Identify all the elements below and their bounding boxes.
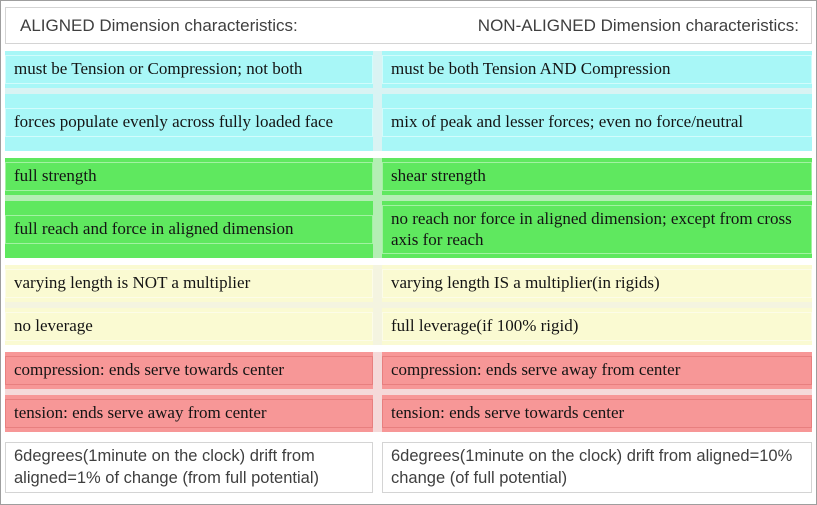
- cell-text: full strength: [5, 162, 373, 191]
- cell-text: no reach nor force in aligned dimension;…: [382, 204, 812, 255]
- cell-text: 6degrees(1minute on the clock) drift fro…: [5, 442, 373, 493]
- table-cell-aligned: full strength: [5, 158, 373, 195]
- table-cell-aligned: tension: ends serve away from center: [5, 395, 373, 432]
- table-cell-non-aligned: must be both Tension AND Compression: [382, 51, 812, 88]
- band-ends-serve: compression: ends serve towards center c…: [5, 352, 812, 432]
- header-aligned-label: ALIGNED Dimension characteristics:: [20, 15, 298, 35]
- cell-text: compression: ends serve towards center: [5, 356, 373, 385]
- cell-text: shear strength: [382, 162, 812, 191]
- cell-text: must be both Tension AND Compression: [382, 55, 812, 84]
- table-cell-aligned: no leverage: [5, 308, 373, 345]
- cell-text: full reach and force in aligned dimensio…: [5, 215, 373, 244]
- table-cell-non-aligned: mix of peak and lesser forces; even no f…: [382, 94, 812, 151]
- table-cell-aligned: must be Tension or Compression; not both: [5, 51, 373, 88]
- table-cell-aligned: 6degrees(1minute on the clock) drift fro…: [5, 439, 373, 496]
- table-cell-aligned: forces populate evenly across fully load…: [5, 94, 373, 151]
- band-drift-footer: 6degrees(1minute on the clock) drift fro…: [5, 439, 812, 496]
- cell-text: forces populate evenly across fully load…: [5, 108, 373, 137]
- cell-text: no leverage: [5, 312, 373, 341]
- cell-text: must be Tension or Compression; not both: [5, 55, 373, 84]
- band-strength-reach: full strength shear strength full reach …: [5, 158, 812, 258]
- table-header-row: ALIGNED Dimension characteristics: NON-A…: [5, 7, 812, 44]
- table-cell-aligned: full reach and force in aligned dimensio…: [5, 201, 373, 258]
- table-cell-non-aligned: no reach nor force in aligned dimension;…: [382, 201, 812, 258]
- table-cell-non-aligned: varying length IS a multiplier(in rigids…: [382, 265, 812, 302]
- band-length-leverage: varying length is NOT a multiplier varyi…: [5, 265, 812, 345]
- table-cell-aligned: compression: ends serve towards center: [5, 352, 373, 389]
- header-non-aligned-label: NON-ALIGNED Dimension characteristics:: [477, 15, 799, 35]
- table-cell-non-aligned: shear strength: [382, 158, 812, 195]
- cell-text: 6degrees(1minute on the clock) drift fro…: [382, 442, 812, 493]
- table-cell-aligned: varying length is NOT a multiplier: [5, 265, 373, 302]
- band-tension-compression: must be Tension or Compression; not both…: [5, 51, 812, 151]
- cell-text: mix of peak and lesser forces; even no f…: [382, 108, 812, 137]
- table-cell-non-aligned: tension: ends serve towards center: [382, 395, 812, 432]
- table-cell-non-aligned: 6degrees(1minute on the clock) drift fro…: [382, 439, 812, 496]
- table-cell-non-aligned: full leverage(if 100% rigid): [382, 308, 812, 345]
- cell-text: varying length IS a multiplier(in rigids…: [382, 269, 812, 298]
- cell-text: compression: ends serve away from center: [382, 356, 812, 385]
- table-cell-non-aligned: compression: ends serve away from center: [382, 352, 812, 389]
- cell-text: varying length is NOT a multiplier: [5, 269, 373, 298]
- cell-text: tension: ends serve towards center: [382, 399, 812, 428]
- cell-text: tension: ends serve away from center: [5, 399, 373, 428]
- cell-text: full leverage(if 100% rigid): [382, 312, 812, 341]
